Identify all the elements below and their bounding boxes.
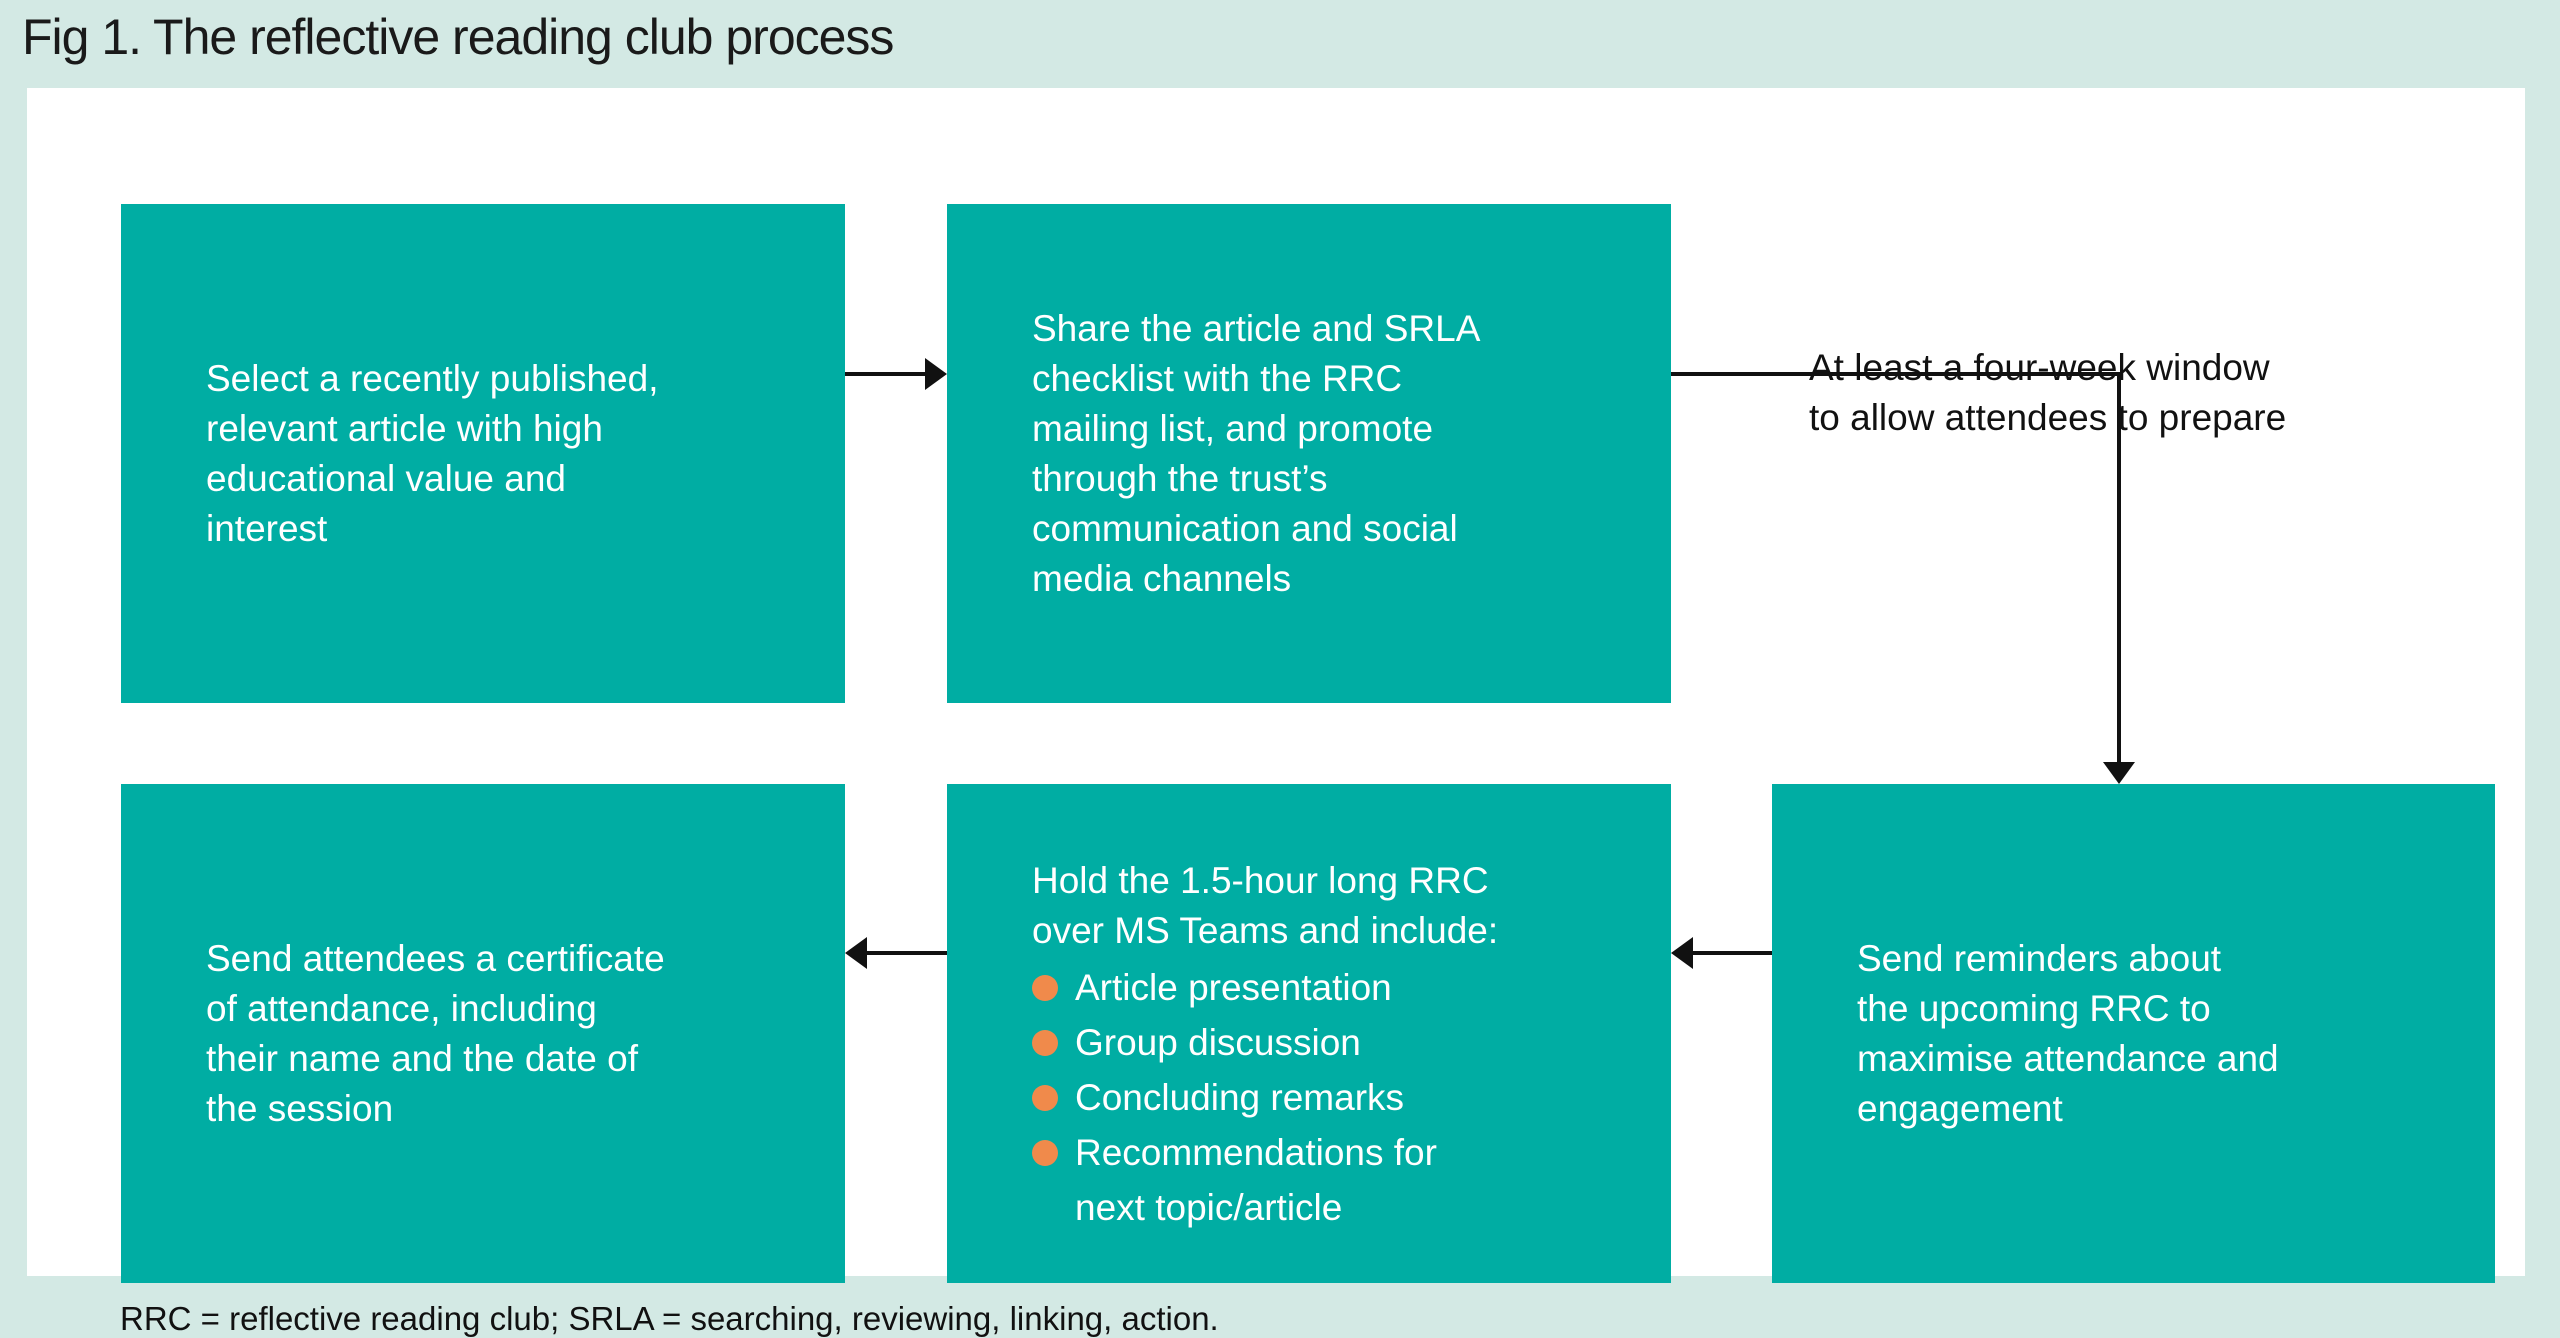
list-item: Group discussion (1032, 1015, 1611, 1070)
step-send-certificate-text: Send attendees a certificate of attendan… (206, 937, 665, 1129)
step-send-reminders-box: Send reminders about the upcoming RRC to… (1772, 784, 2495, 1283)
arrowhead-down-icon (2103, 762, 2135, 784)
step-select-article-box: Select a recently published, relevant ar… (121, 204, 845, 703)
agenda-item-label: Group discussion (1075, 1022, 1361, 1063)
list-item: Concluding remarks (1032, 1070, 1611, 1125)
agenda-item-label: Concluding remarks (1075, 1077, 1405, 1118)
list-item: Article presentation (1032, 960, 1611, 1015)
arrowhead-left-icon (845, 937, 867, 969)
list-item: Recommendations for next topic/article (1032, 1125, 1611, 1235)
bullet-dot-icon (1032, 975, 1058, 1001)
arrow-step2-to-step3 (1671, 372, 2121, 766)
bullet-dot-icon (1032, 1085, 1058, 1111)
flow-arrows (845, 358, 2135, 969)
bullet-dot-icon (1032, 1140, 1058, 1166)
arrowhead-right-icon (925, 358, 947, 390)
agenda-item-label: Recommendations for next topic/article (1075, 1132, 1437, 1228)
agenda-item-label: Article presentation (1075, 967, 1392, 1008)
footnote: RRC = reflective reading club; SRLA = se… (120, 1300, 1219, 1337)
diagram-panel: Select a recently published, relevant ar… (27, 88, 2525, 1337)
bullet-dot-icon (1032, 1030, 1058, 1056)
session-agenda-list: Article presentation Group discussion Co… (1032, 960, 1611, 1235)
step-send-reminders-text: Send reminders about the upcoming RRC to… (1857, 937, 2279, 1129)
step-hold-session-text: Hold the 1.5-hour long RRC over MS Teams… (1032, 860, 1499, 951)
arrowhead-left-icon (1671, 937, 1693, 969)
figure-title: Fig 1. The reflective reading club proce… (22, 9, 894, 65)
connector-note: At least a four-week window to allow att… (1809, 347, 2287, 438)
step-hold-session-box: Hold the 1.5-hour long RRC over MS Teams… (947, 784, 1671, 1283)
step-share-article-box: Share the article and SRLA checklist wit… (947, 204, 1671, 703)
step-select-article-text: Select a recently published, relevant ar… (206, 357, 659, 549)
step-send-certificate-box: Send attendees a certificate of attendan… (121, 784, 845, 1283)
step-share-article-text: Share the article and SRLA checklist wit… (1032, 307, 1481, 599)
